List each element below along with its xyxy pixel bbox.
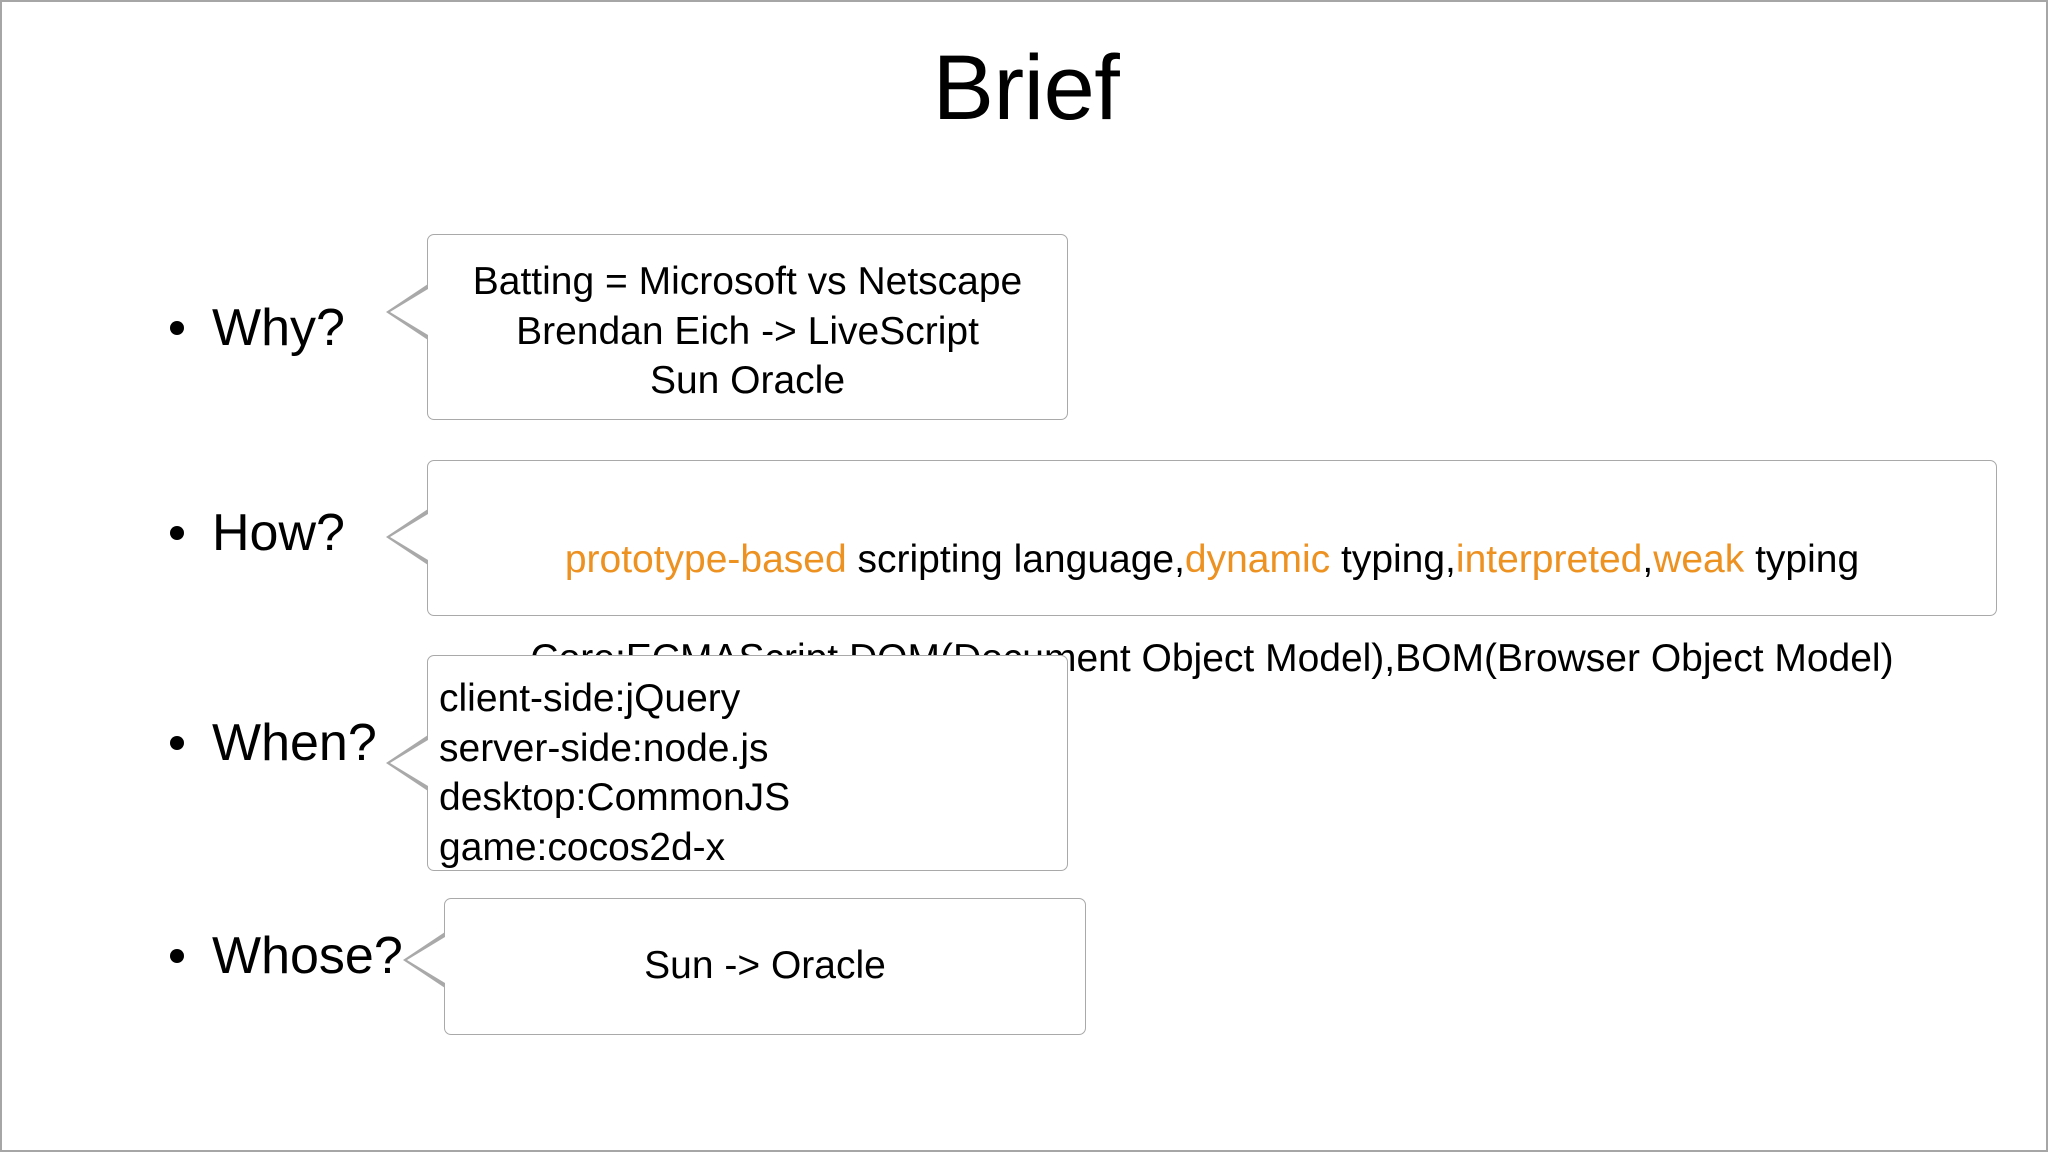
callout-box-whose: Sun -> Oracle <box>403 898 1086 1035</box>
bullet-item-whose: Whose? <box>170 930 403 982</box>
callout-text-why: Batting = Microsoft vs Netscape Brendan … <box>472 260 1023 403</box>
callout-text-when: client-side:jQuery server-side:node.js d… <box>439 677 791 869</box>
bullet-dot-icon <box>170 736 184 750</box>
bullet-item-why: Why? <box>170 302 345 354</box>
bullet-dot-icon <box>170 949 184 963</box>
callout-box-how: prototype-based scripting language,dynam… <box>386 460 1997 680</box>
how-text-2: typing, <box>1330 537 1456 581</box>
how-text-3: , <box>1642 537 1654 581</box>
bullet-item-how: How? <box>170 507 345 559</box>
bullet-item-when: When? <box>170 717 377 769</box>
bullet-label-why: Why? <box>212 299 345 357</box>
callout-tail-fill-icon <box>390 740 428 786</box>
bullet-label-when: When? <box>212 714 377 772</box>
callout-text-whose: Sun -> Oracle <box>644 944 886 987</box>
bullet-label-whose: Whose? <box>212 927 403 985</box>
keyword-dynamic: dynamic <box>1184 537 1331 581</box>
callout-box-when: client-side:jQuery server-side:node.js d… <box>386 655 1068 871</box>
how-text-4: typing <box>1744 537 1860 581</box>
callout-tail-fill-icon <box>390 289 428 335</box>
bullet-label-how: How? <box>212 504 345 562</box>
keyword-weak: weak <box>1653 537 1745 581</box>
callout-tail-fill-icon <box>390 514 428 560</box>
callout-text-how: prototype-based scripting language,dynam… <box>428 461 1996 733</box>
keyword-prototype-based: prototype-based <box>564 537 847 581</box>
how-text-1: scripting language, <box>846 537 1185 581</box>
callout-how-line1: prototype-based scripting language,dynam… <box>428 535 1996 585</box>
bullet-dot-icon <box>170 526 184 540</box>
bullet-dot-icon <box>170 321 184 335</box>
keyword-interpreted: interpreted <box>1455 537 1643 581</box>
callout-box-why: Batting = Microsoft vs Netscape Brendan … <box>386 234 1068 420</box>
callout-tail-fill-icon <box>407 937 445 983</box>
page-title: Brief <box>932 37 1120 139</box>
